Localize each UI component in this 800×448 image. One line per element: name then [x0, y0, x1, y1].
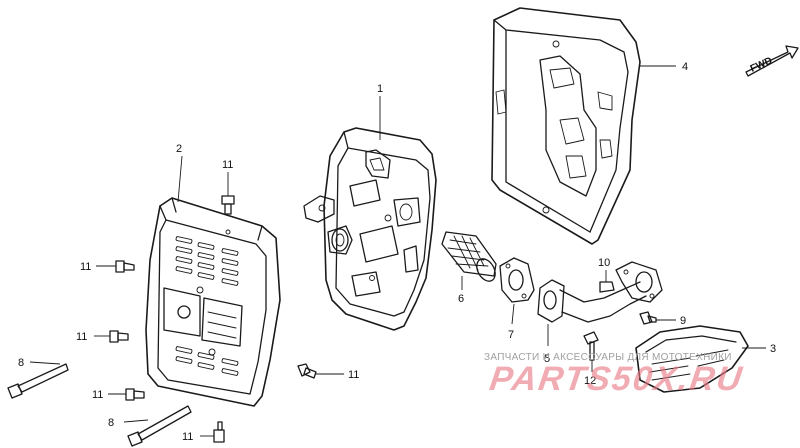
cover-vent-slots [175, 236, 239, 376]
callout-9: 9 [680, 315, 686, 327]
callout-1: 1 [377, 83, 383, 95]
bolt-11a-part [221, 172, 235, 215]
callout-5: 5 [544, 353, 550, 365]
tail-pipe-part [635, 325, 766, 393]
forward-arrow-icon [745, 45, 799, 77]
callout-6: 6 [458, 293, 464, 305]
watermark-subtitle: ЗАПЧАСТИ И АКСЕССУАРЫ ДЛЯ МОТОТЕХНИКИ [484, 352, 732, 363]
fwd-label: FWD [749, 55, 774, 74]
nut-10-part [599, 270, 615, 293]
callout-11b: 11 [80, 261, 91, 273]
spark-arrester-part [441, 231, 497, 290]
bolt-11c-part [94, 330, 129, 343]
bolt-11d-part [108, 388, 145, 401]
callout-10: 10 [598, 257, 610, 269]
callout-3: 3 [770, 343, 776, 355]
bolt-8a-part [7, 361, 69, 399]
callout-4: 4 [682, 61, 688, 73]
muffler-cover-part [145, 155, 281, 407]
muffler-part [303, 96, 437, 331]
callout-12: 12 [584, 375, 596, 387]
callout-8b: 8 [108, 417, 114, 429]
watermark-brand: PARTS50X.RU [487, 360, 746, 398]
callout-7: 7 [508, 329, 514, 341]
muffler-protector-part [491, 7, 676, 245]
callout-2: 2 [176, 143, 182, 155]
bolt-11e-part [200, 421, 225, 443]
exhaust-pipe-part [537, 261, 663, 346]
bolt-11f-part [297, 363, 344, 379]
callout-11d: 11 [92, 389, 103, 401]
bolt-9-part [639, 311, 676, 325]
bolt-8b-part [123, 405, 192, 447]
callout-11c: 11 [76, 331, 87, 343]
callout-8a: 8 [18, 357, 24, 369]
bolt-11b-part [96, 260, 135, 273]
gasket-part [499, 257, 535, 325]
callout-11a: 11 [222, 159, 233, 171]
callout-11e: 11 [182, 431, 193, 443]
bolt-12-part [583, 331, 599, 372]
callout-11f: 11 [348, 369, 359, 381]
